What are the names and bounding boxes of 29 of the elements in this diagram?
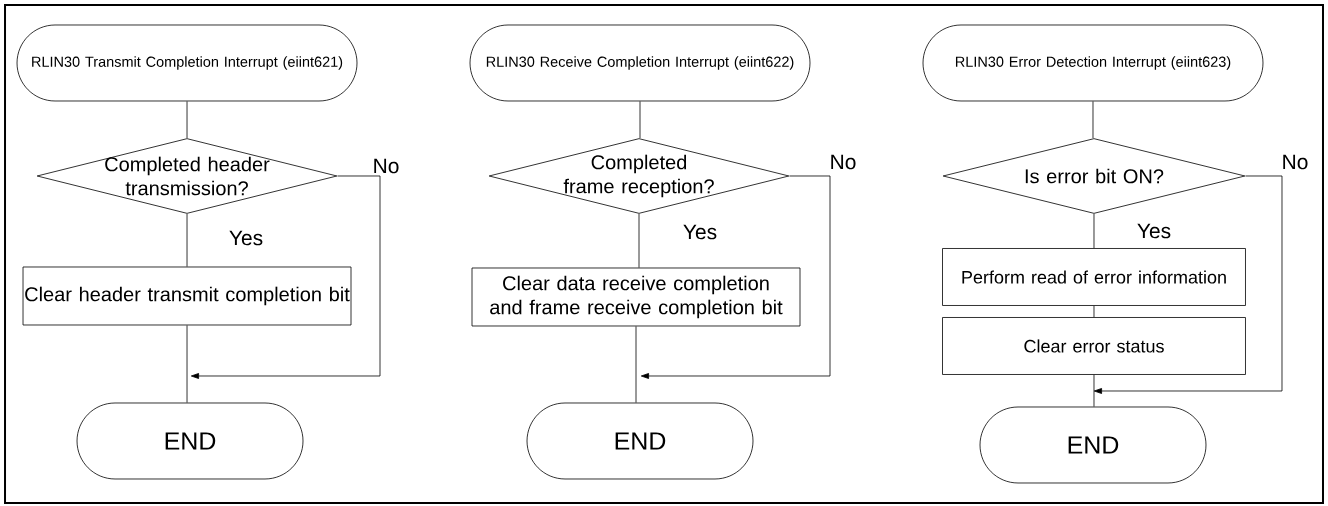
connector-line <box>1093 213 1095 249</box>
connector-line <box>1093 305 1095 318</box>
connector-line <box>635 326 637 403</box>
terminal-box: END <box>76 402 304 480</box>
edge-label: No <box>831 154 856 170</box>
connector-line <box>638 213 640 268</box>
edge-label: Yes <box>683 224 717 240</box>
process-box: Clear error status <box>942 317 1246 375</box>
process-box: Clear data receive completion and frame receive completion bit <box>471 267 801 327</box>
terminal-box: RLIN30 Receive Completion Interrupt (eiint622) <box>469 24 811 102</box>
arrow <box>1093 175 1283 394</box>
connector-line <box>639 101 641 139</box>
edge-label: Yes <box>229 230 263 246</box>
terminal-box: END <box>979 406 1207 484</box>
process-box: Perform read of error information <box>942 248 1246 306</box>
terminal-box: RLIN30 Transmit Completion Interrupt (eiint621) <box>16 24 358 102</box>
edge-label: No <box>374 158 399 174</box>
connector-line <box>1093 374 1095 407</box>
connector-line <box>186 213 188 267</box>
arrow <box>190 175 381 379</box>
terminal-box: END <box>526 402 754 480</box>
edge-label: No <box>1283 154 1308 170</box>
terminal-box: RLIN30 Error Detection Interrupt (eiint623) <box>922 24 1264 102</box>
edge-label: Yes <box>1137 223 1171 239</box>
connector-line <box>186 325 188 403</box>
connector-line <box>1092 101 1094 139</box>
arrow <box>640 175 831 379</box>
process-box: Clear header transmit completion bit <box>22 266 352 326</box>
connector-line <box>186 101 188 139</box>
